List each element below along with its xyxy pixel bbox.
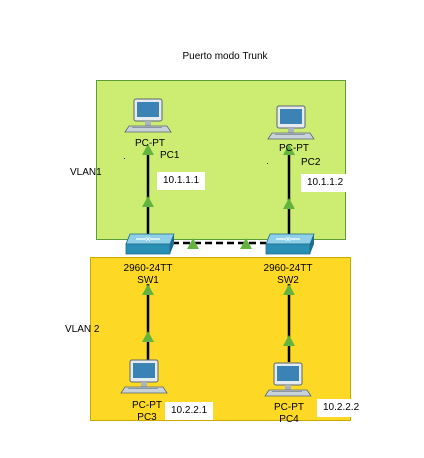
link-up-indicator — [283, 198, 295, 209]
pc3-model-label: PC-PT — [132, 400, 162, 411]
link-up-indicator — [142, 331, 154, 342]
sw1-switch-icon[interactable] — [125, 233, 175, 255]
pc3-ip-label: 10.2.2.1 — [165, 402, 214, 420]
pc4-computer-icon[interactable] — [264, 362, 312, 397]
sw2-model-label: 2960-24TT — [263, 263, 313, 274]
pc3-name-label: PC3 — [137, 412, 157, 423]
sw1-model-label: 2960-24TT — [123, 263, 173, 274]
link-up-indicator — [142, 196, 154, 207]
pc2-computer-icon[interactable] — [267, 105, 315, 140]
vlan2-label: VLAN 2 — [65, 324, 100, 335]
pc1-computer-icon[interactable] — [124, 98, 172, 133]
link-up-indicator — [283, 284, 295, 295]
diagram-title: Puerto modo Trunk — [182, 51, 268, 62]
pc1-model-label: PC-PT — [135, 138, 165, 149]
pc2-model-label: PC-PT — [279, 143, 309, 154]
stray-dot — [124, 158, 125, 159]
link-up-indicator — [283, 335, 295, 346]
pc2-ip-label: 10.1.1.2 — [301, 174, 350, 192]
link-up-indicator — [240, 238, 252, 249]
pc3-computer-icon[interactable] — [120, 359, 168, 394]
pc4-name-label: PC4 — [279, 414, 299, 425]
pc2-name-label: PC2 — [301, 157, 321, 168]
pc4-ip-label: 10.2.2.2 — [317, 399, 366, 417]
stray-dot — [267, 163, 268, 164]
link-up-indicator — [142, 144, 154, 155]
pc4-model-label: PC-PT — [274, 402, 304, 413]
link-up-indicator — [187, 238, 199, 249]
pc1-ip-label: 10.1.1.1 — [157, 172, 206, 190]
link-up-indicator — [283, 144, 295, 155]
vlan1-label: VLAN1 — [70, 167, 102, 178]
pc1-name-label: PC1 — [160, 150, 180, 161]
sw2-switch-icon[interactable] — [265, 233, 315, 255]
sw2-name-label: SW2 — [277, 275, 299, 286]
link-up-indicator — [142, 284, 154, 295]
sw1-name-label: SW1 — [137, 275, 159, 286]
